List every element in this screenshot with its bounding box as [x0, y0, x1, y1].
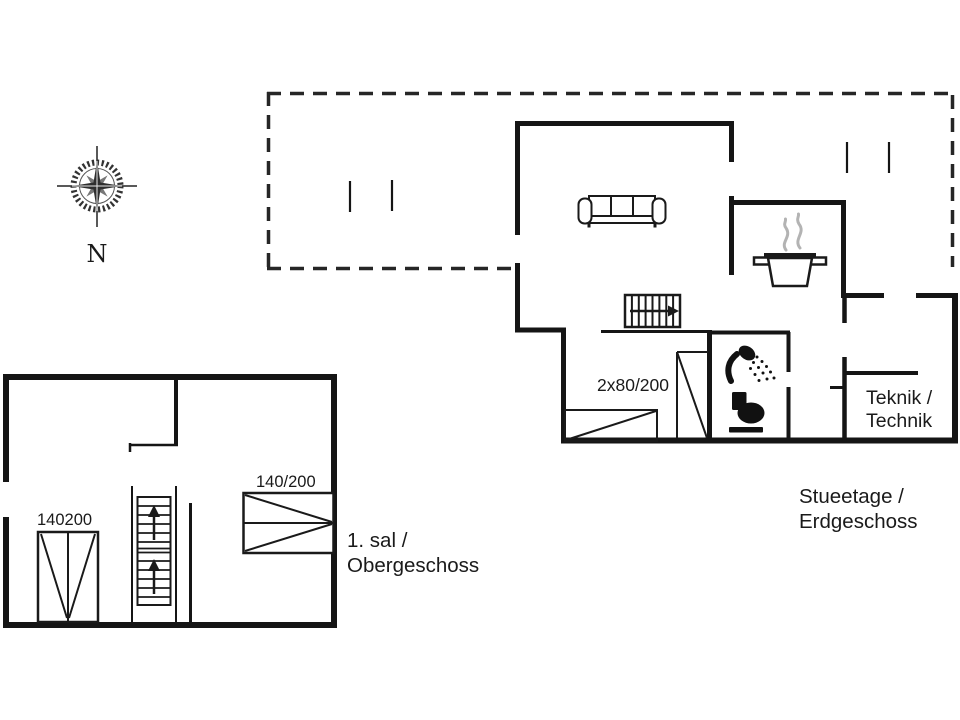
upper-floor-bed-label-right: 140/200	[256, 473, 316, 491]
bed-icon-140-200	[242, 491, 335, 555]
teknik-room-label-line1: Teknik /	[866, 387, 933, 409]
ground-floor-title: Stueetage / Erdgeschoss	[799, 484, 918, 534]
ground-floor-bed-size-label: 2x80/200	[597, 375, 670, 395]
stairs-arrow-up-icon	[136, 496, 172, 606]
upper-floor-title-line2: Obergeschoss	[347, 554, 480, 577]
teknik-room-label-line2: Technik	[866, 409, 933, 432]
sofa-icon	[577, 195, 667, 228]
ground-floor-title-line2: Erdgeschoss	[799, 510, 918, 533]
ground-floor-walls	[515, 121, 958, 444]
shower-icon	[725, 345, 776, 384]
bed-icon-ground	[564, 409, 658, 442]
upper-floor-title-line1: 1. sal /	[347, 529, 408, 552]
upper-floor-bed-label-left: 140200	[37, 511, 93, 529]
toilet-icon	[729, 392, 765, 433]
ground-floor-title-line1: Stueetage /	[799, 485, 904, 508]
stairs-arrow-right-icon	[623, 293, 682, 329]
upper-floor-title: 1. sal / Obergeschoss	[347, 528, 479, 578]
cooking-pot-icon	[752, 253, 828, 288]
terrace-dashed-outline	[266, 91, 955, 271]
teknik-room-label: Teknik / Technik	[866, 387, 932, 432]
compass-north-label: N	[86, 240, 108, 268]
bed-icon-140200	[36, 530, 100, 624]
steam-icon	[782, 212, 803, 252]
door-icon	[676, 351, 708, 439]
window-tick-icons	[348, 142, 891, 212]
compass-rose-icon	[57, 146, 137, 227]
